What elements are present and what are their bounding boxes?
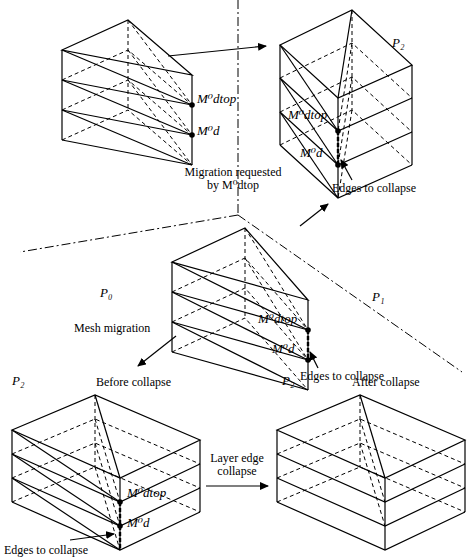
step-label: Mesh migration [74, 322, 150, 335]
callout-text: Edges to collapse [4, 544, 88, 557]
point-label: M⁰d [197, 124, 220, 137]
partition-label: P₀ [100, 286, 112, 299]
callout-text: Edges to collapse [332, 182, 416, 195]
point-label: M⁰dtop [197, 92, 236, 105]
point-label: M⁰dtop [258, 312, 297, 325]
prism-top-left [62, 20, 195, 165]
state-label: After collapse [352, 376, 420, 389]
partition-label: P₁ [372, 290, 384, 303]
point-label: M⁰dtop [127, 486, 166, 499]
prism-top-right [280, 10, 412, 198]
state-label: Before collapse [96, 376, 171, 389]
point-label: M⁰d [127, 516, 150, 529]
point-label: M⁰d [300, 146, 323, 159]
prism-before-collapse [12, 395, 200, 550]
partition-label: P₂ [282, 374, 294, 387]
partition-label: P₂ [392, 36, 404, 49]
step-label: Layer edge collapse [207, 452, 267, 478]
prism-after-collapse [277, 395, 465, 550]
flow-arrows [138, 46, 328, 486]
partition-lines [20, 0, 462, 372]
point-label: M⁰dtop [288, 108, 327, 121]
prism-center [172, 228, 318, 390]
callout-text: Migration requested by M⁰dtop [183, 166, 283, 192]
partition-label: P₂ [12, 374, 24, 387]
point-label: M⁰d [272, 342, 295, 355]
